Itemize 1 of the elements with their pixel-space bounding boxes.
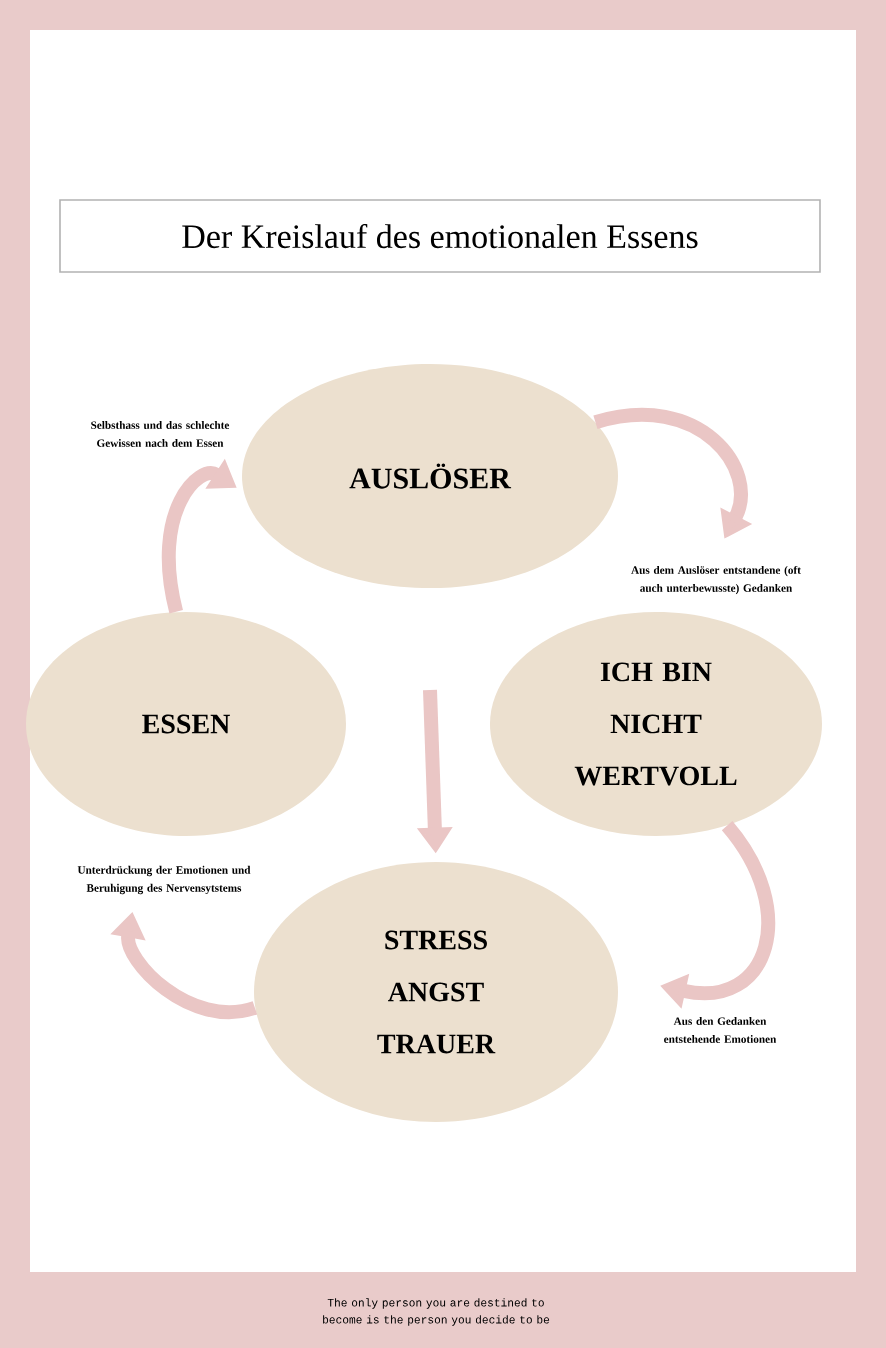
title-box: Der Kreislauf des emotionalen Essens [59, 199, 821, 273]
